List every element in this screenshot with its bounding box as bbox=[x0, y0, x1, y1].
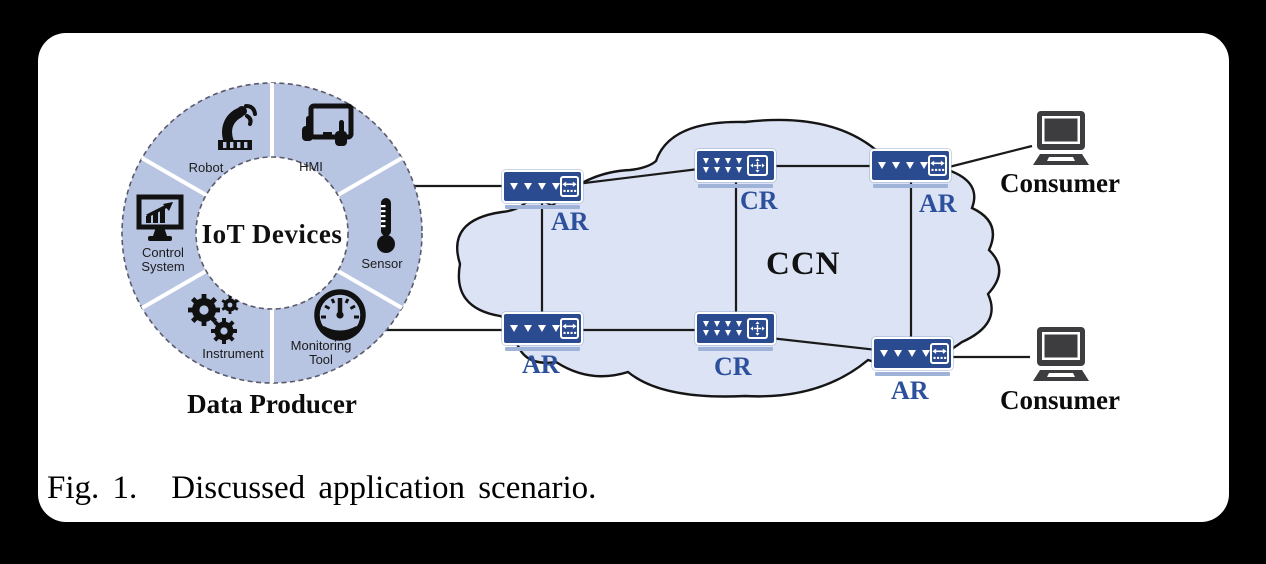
router-ar-bottom-left bbox=[502, 312, 583, 351]
router-label-ar-bottom-right: AR bbox=[891, 376, 929, 405]
router-ports bbox=[703, 321, 742, 336]
router-cr-bottom bbox=[695, 312, 776, 351]
crossroad-arrows-icon bbox=[747, 155, 768, 176]
router-label-cr-top: CR bbox=[740, 186, 778, 215]
bidirectional-arrow-icon bbox=[560, 176, 579, 197]
router-label-ar-top-right: AR bbox=[919, 189, 957, 218]
router-ports bbox=[703, 158, 742, 173]
caption-number: Fig. 1. bbox=[47, 470, 138, 506]
crossroad-arrows-icon bbox=[747, 318, 768, 339]
consumer-label: Consumer bbox=[1000, 168, 1120, 198]
data-producer-label: Data Producer bbox=[187, 389, 357, 419]
router-label-ar-bottom-left: AR bbox=[522, 350, 560, 379]
router-ports bbox=[878, 162, 928, 169]
laptop-icon bbox=[1027, 327, 1093, 390]
gauge-icon bbox=[312, 287, 368, 348]
caption-text: Discussed application scenario. bbox=[171, 470, 597, 506]
ccn-cloud-label: CCN bbox=[766, 246, 841, 282]
router-ar-top-left bbox=[502, 170, 583, 209]
router-label-ar-top-left: AR bbox=[551, 207, 589, 236]
consumer-label: Consumer bbox=[1000, 385, 1120, 415]
segment-label-instrument: Instrument bbox=[202, 346, 264, 361]
segment-label-hmi: HMI bbox=[299, 159, 323, 174]
figure-caption: Fig. 1. Discussed application scenario. bbox=[47, 470, 596, 507]
wheel-title: IoT Devices bbox=[201, 219, 343, 249]
bidirectional-arrow-icon bbox=[930, 343, 949, 364]
router-ports bbox=[510, 325, 560, 332]
router-ar-top-right bbox=[870, 149, 951, 188]
segment-label-monitoring-tool: Monitoring Tool bbox=[290, 338, 352, 367]
robot-arm-icon bbox=[205, 96, 265, 159]
monitor-chart-icon bbox=[136, 194, 184, 249]
bidirectional-arrow-icon bbox=[928, 155, 947, 176]
thermometer-icon bbox=[376, 196, 396, 259]
hmi-hands-tablet-icon bbox=[298, 102, 354, 161]
bidirectional-arrow-icon bbox=[560, 318, 579, 339]
router-ports bbox=[880, 350, 930, 357]
segment-label-sensor: Sensor bbox=[361, 256, 403, 271]
laptop-icon bbox=[1027, 111, 1093, 174]
segment-label-control-system: Control System bbox=[141, 245, 185, 274]
router-ports bbox=[510, 183, 560, 190]
router-ar-bottom-right bbox=[872, 337, 953, 376]
router-label-cr-bottom: CR bbox=[714, 352, 752, 381]
router-cr-top bbox=[695, 149, 776, 188]
gears-icon bbox=[178, 288, 244, 351]
segment-label-robot: Robot bbox=[188, 160, 224, 175]
